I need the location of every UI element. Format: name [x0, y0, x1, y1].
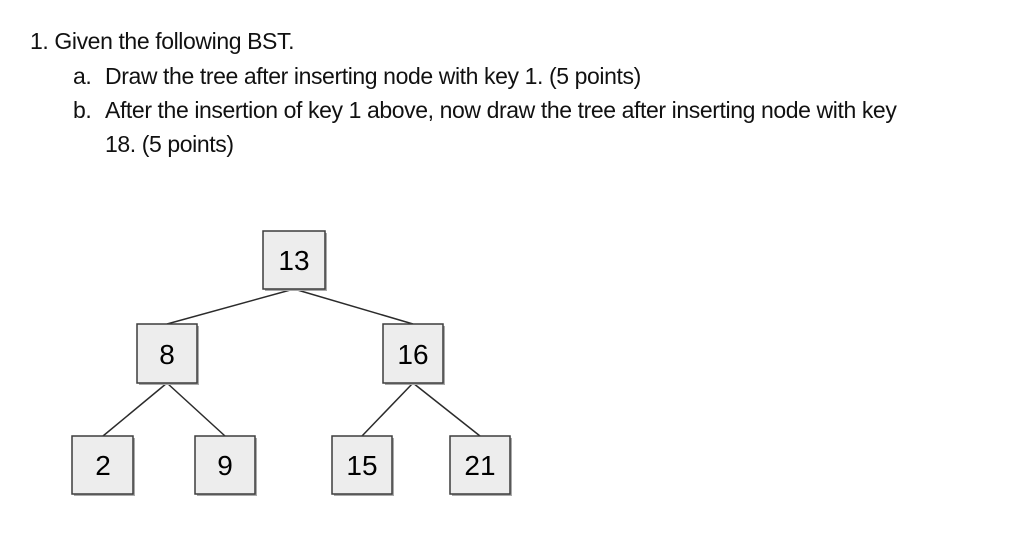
tree-node-8-label: 8	[159, 339, 175, 370]
tree-node-9-box	[194, 435, 256, 495]
question-title: 1. Given the following BST.	[30, 28, 295, 54]
item-b-line-2: 18. (5 points)	[105, 131, 234, 157]
tree-node-16: 16	[382, 323, 445, 385]
tree-node-13-label: 13	[278, 245, 309, 276]
edge-8-9	[166, 382, 226, 437]
tree-node-8-box	[136, 323, 198, 384]
edge-8-2	[102, 382, 168, 437]
tree-node-16-label: 16	[397, 339, 428, 370]
item-b-marker: b.	[73, 97, 92, 123]
item-a-line-1: Draw the tree after inserting node with …	[105, 63, 641, 89]
item-b-line-1: After the insertion of key 1 above, now …	[105, 97, 897, 123]
edge-16-15	[361, 382, 414, 437]
edge-13-16	[293, 288, 414, 325]
edge-16-21	[412, 382, 481, 437]
edge-13-8	[166, 288, 295, 325]
tree-node-15-label: 15	[346, 450, 377, 481]
tree-node-15: 15	[331, 435, 394, 496]
tree-node-2: 2	[71, 435, 135, 496]
tree-node-13-box	[262, 230, 326, 290]
tree-node-21-box	[449, 435, 511, 495]
question-block: 1. Given the following BST. a. Draw the …	[30, 24, 1005, 161]
tree-node-13: 13	[262, 230, 327, 291]
tree-node-15-box	[331, 435, 393, 495]
tree-node-2-label: 2	[95, 450, 111, 481]
tree-node-9: 9	[194, 435, 257, 496]
tree-node-16-box	[382, 323, 444, 384]
tree-node-9-label: 9	[217, 450, 233, 481]
item-a-marker: a.	[73, 63, 92, 89]
tree-node-21: 21	[449, 435, 512, 496]
tree-node-21-label: 21	[464, 450, 495, 481]
tree-node-2-box	[71, 435, 134, 495]
tree-node-8: 8	[136, 323, 199, 385]
question-item-b: b. After the insertion of key 1 above, n…	[73, 93, 1005, 161]
question-item-a: a. Draw the tree after inserting node wi…	[73, 59, 1005, 93]
